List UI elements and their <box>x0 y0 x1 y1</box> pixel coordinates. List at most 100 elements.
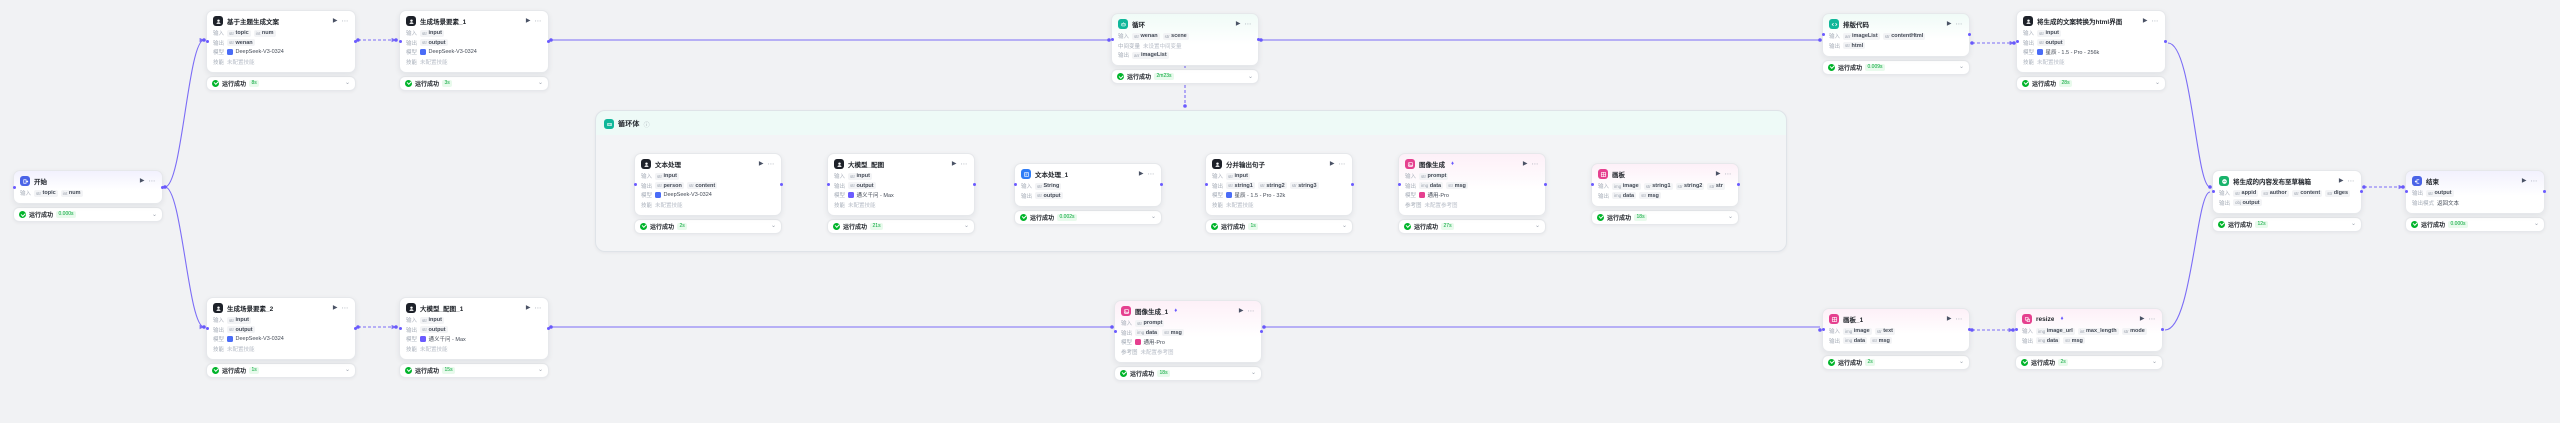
chevron-down-icon[interactable]: ⌄ <box>1250 370 1256 376</box>
run-node-button[interactable]: ▶ <box>2338 178 2344 184</box>
chevron-down-icon[interactable]: ⌄ <box>1534 223 1540 229</box>
node-more-menu-button[interactable]: ⋯ <box>341 17 349 25</box>
node-more-menu-button[interactable]: ⋯ <box>2530 177 2538 185</box>
output-port[interactable] <box>2359 190 2363 194</box>
run-node-button[interactable]: ▶ <box>139 178 145 184</box>
input-port[interactable] <box>1204 182 1208 186</box>
chevron-down-icon[interactable]: ⌄ <box>2350 221 2356 227</box>
run-node-button[interactable]: ▶ <box>2521 178 2527 184</box>
node-more-menu-button[interactable]: ⋯ <box>1955 20 1963 28</box>
input-port[interactable] <box>1821 328 1825 332</box>
chevron-down-icon[interactable]: ⌄ <box>770 223 776 229</box>
input-port[interactable] <box>633 182 637 186</box>
node-more-menu-button[interactable]: ⋯ <box>1338 160 1346 168</box>
output-port[interactable] <box>546 39 550 43</box>
chevron-down-icon[interactable]: ⌄ <box>2154 80 2160 86</box>
node-more-menu-button[interactable]: ⋯ <box>148 177 156 185</box>
run-node-button[interactable]: ▶ <box>758 161 764 167</box>
node-more-menu-button[interactable]: ⋯ <box>534 304 542 312</box>
run-node-button[interactable]: ▶ <box>332 18 338 24</box>
output-port[interactable] <box>160 185 164 189</box>
node-more-menu-button[interactable]: ⋯ <box>534 17 542 25</box>
node-more-menu-button[interactable]: ⋯ <box>1147 170 1155 178</box>
favorite-icon[interactable]: ♦ <box>1174 308 1178 314</box>
chevron-down-icon[interactable]: ⌄ <box>2533 221 2539 227</box>
input-port[interactable] <box>2015 39 2019 43</box>
input-port[interactable] <box>2211 190 2215 194</box>
output-port[interactable] <box>1967 33 1971 37</box>
chevron-down-icon[interactable]: ⌄ <box>344 80 350 86</box>
output-port[interactable] <box>353 326 357 330</box>
node-more-menu-button[interactable]: ⋯ <box>1531 160 1539 168</box>
run-node-button[interactable]: ▶ <box>1235 21 1241 27</box>
output-port[interactable] <box>2160 328 2164 332</box>
node-more-menu-button[interactable]: ⋯ <box>767 160 775 168</box>
chevron-down-icon[interactable]: ⌄ <box>1150 214 1156 220</box>
input-port[interactable] <box>2404 190 2408 194</box>
input-port[interactable] <box>1590 183 1594 187</box>
run-node-button[interactable]: ▶ <box>1715 171 1721 177</box>
chevron-down-icon[interactable]: ⌄ <box>151 211 157 218</box>
output-port[interactable] <box>972 182 976 186</box>
output-port[interactable] <box>546 326 550 330</box>
node-more-menu-button[interactable]: ⋯ <box>1247 307 1255 315</box>
chevron-down-icon[interactable]: ⌄ <box>963 223 969 229</box>
input-port[interactable] <box>1013 183 1017 187</box>
run-node-button[interactable]: ▶ <box>525 305 531 311</box>
output-port[interactable] <box>2163 39 2167 43</box>
chevron-down-icon[interactable]: ⌄ <box>537 80 543 86</box>
run-node-button[interactable]: ▶ <box>2142 18 2148 24</box>
run-node-button[interactable]: ▶ <box>332 305 338 311</box>
node-more-menu-button[interactable]: ⋯ <box>2148 315 2156 323</box>
chevron-down-icon[interactable]: ⌄ <box>2151 359 2157 365</box>
chevron-down-icon[interactable]: ⌄ <box>537 367 543 373</box>
node-more-menu-button[interactable]: ⋯ <box>960 160 968 168</box>
input-port[interactable] <box>2014 328 2018 332</box>
chevron-down-icon[interactable]: ⌄ <box>1727 214 1733 220</box>
run-node-button[interactable]: ▶ <box>1329 161 1335 167</box>
chevron-down-icon[interactable]: ⌄ <box>344 367 350 373</box>
run-node-button[interactable]: ▶ <box>1238 308 1244 314</box>
loop-body-container[interactable]: 循环体 ⓘ <box>595 110 1787 252</box>
input-port[interactable] <box>826 182 830 186</box>
output-port[interactable] <box>1736 183 1740 187</box>
